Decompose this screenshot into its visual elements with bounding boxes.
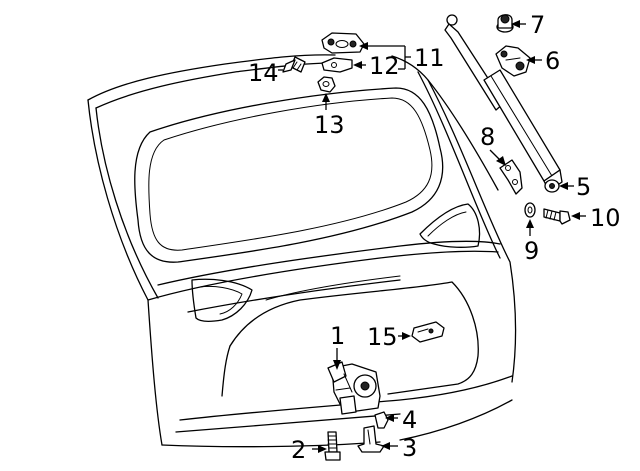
ball-stud-7 xyxy=(496,14,514,33)
striker-3 xyxy=(357,425,385,453)
switch-15 xyxy=(411,321,445,343)
callout-4: 4 xyxy=(402,406,417,434)
callout-14: 14 xyxy=(248,59,279,87)
callout-6: 6 xyxy=(545,47,560,75)
lift-support-strut xyxy=(444,14,563,193)
lock-actuator-1 xyxy=(327,361,381,415)
leader-lines xyxy=(278,20,586,453)
washer-9 xyxy=(524,202,536,218)
callout-10: 10 xyxy=(590,204,621,232)
callout-11: 11 xyxy=(414,44,445,72)
callout-13: 13 xyxy=(314,111,345,139)
latch-bracket-11 xyxy=(321,32,365,54)
liftgate-panel xyxy=(87,54,517,448)
right-lamp-cutout xyxy=(419,203,481,248)
callout-3: 3 xyxy=(402,434,417,462)
nut-13 xyxy=(317,76,336,93)
callout-5: 5 xyxy=(576,173,591,201)
bracket-8 xyxy=(499,159,523,195)
gasket-12 xyxy=(321,57,353,73)
callout-15: 15 xyxy=(367,323,398,351)
callout-9: 9 xyxy=(524,237,539,265)
bracket-6 xyxy=(495,45,531,77)
bolt-10 xyxy=(543,208,571,225)
callout-7: 7 xyxy=(530,11,545,39)
callout-2: 2 xyxy=(291,436,306,464)
callout-8: 8 xyxy=(480,123,495,151)
left-lamp-cutout xyxy=(191,278,253,322)
clip-4 xyxy=(374,411,389,429)
rear-window-glass xyxy=(134,87,444,263)
callout-1: 1 xyxy=(330,322,345,350)
callout-12: 12 xyxy=(369,52,400,80)
callout-labels: 1 2 3 4 5 6 7 8 9 10 11 12 13 14 15 xyxy=(248,11,621,464)
bolt-14 xyxy=(282,56,306,73)
gate-trim-lines xyxy=(147,240,513,433)
bolt-2 xyxy=(324,431,341,461)
